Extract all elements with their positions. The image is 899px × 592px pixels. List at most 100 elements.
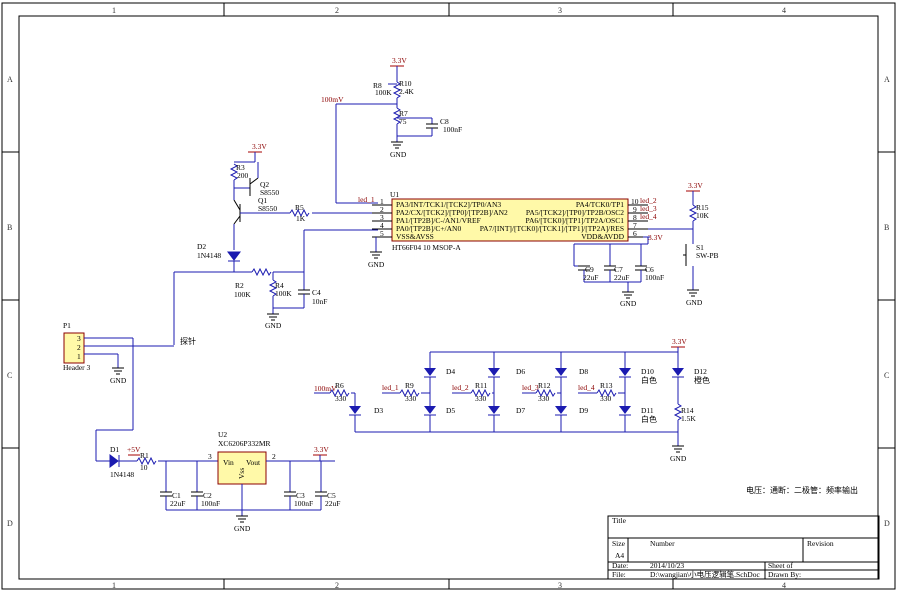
mcu-part: HT66F04 10 MSOP-A (392, 243, 461, 252)
zone-row-d: D (7, 519, 13, 528)
zone-row-c-right: C (884, 371, 889, 380)
r15-ref: R15 (696, 203, 709, 212)
d5-ref: D5 (446, 406, 455, 415)
d4-ref: D4 (446, 367, 455, 376)
gnd-label-p1: GND (110, 376, 127, 385)
r3-value: 200 (237, 171, 249, 180)
mcu-pin-2-name: PA2/CX/[TCK2]/[TP0]/[TP2B]/AN2 (396, 208, 508, 217)
d1-part: 1N4148 (110, 470, 134, 479)
reset-switch[interactable]: 3.3V R15 10K S1 SW-PB GND (683, 181, 719, 307)
u2-part: XC6206P332MR (218, 439, 271, 448)
c5-ref: C5 (327, 491, 336, 500)
power-label-3v3-led: 3.3V (672, 337, 687, 346)
net-100mv-top: 100mV (321, 95, 344, 104)
file-label: File: (612, 570, 626, 579)
zone-col-1-bottom: 1 (112, 581, 116, 590)
c6-ref: C6 (645, 265, 654, 274)
size-label: Size (612, 539, 626, 548)
file-value: D:\wangjian\小电压逻辑笔.SchDoc (650, 569, 760, 579)
p1-pin-1: 1 (77, 352, 81, 361)
r5-ref: R5 (295, 203, 304, 212)
r6-value: 330 (335, 394, 347, 403)
mcu-decoupling[interactable]: C9 22uF C7 22uF C6 100nF GND (573, 243, 664, 308)
d12-ref: D12 (694, 367, 707, 376)
net-led3-mcu: led_3 (640, 204, 657, 213)
s1-part: SW-PB (696, 251, 719, 260)
led-matrix[interactable]: 3.3V 100mV R6 330 D3 led_1 led_2 led_3 l… (314, 337, 710, 463)
mcu-pin-9-num: 9 (633, 205, 637, 214)
mcu-pin-7-num: 7 (633, 221, 637, 230)
reg-vin: Vin (223, 458, 234, 467)
zone-row-b-right: B (884, 223, 889, 232)
r7-value: 75 (399, 117, 407, 126)
sheet-label: Sheet of (768, 561, 793, 570)
zone-col-3: 3 (558, 6, 562, 15)
r9-ref: R9 (405, 381, 414, 390)
power-label-3v3-r15: 3.3V (688, 181, 703, 190)
net-led2-row: led_2 (452, 383, 469, 392)
q2-ref: Q2 (260, 180, 269, 189)
d10-color: 白色 (641, 375, 657, 385)
mcu-pin-5-num: 5 (380, 229, 384, 238)
r3-ref: R3 (236, 163, 245, 172)
r8-value: 100K (375, 88, 392, 97)
number-label: Number (650, 539, 675, 548)
r10-ref: R10 (399, 79, 412, 88)
title-label: Title (612, 516, 627, 525)
gnd-label-reg: GND (234, 524, 251, 533)
gnd-label-led: GND (670, 454, 687, 463)
r13-value: 330 (600, 394, 612, 403)
power-supply[interactable]: D1 1N4148 +5V R1 10 U2 XC6206P332MR Vin … (96, 430, 340, 533)
reg-vout: Vout (246, 458, 261, 467)
date-label: Date: (612, 561, 628, 570)
net-led2-mcu: led_2 (640, 196, 657, 205)
mcu-pin-9-name: PA5/[TCK2]/[TP0]/TP2B/OSC2 (526, 208, 624, 217)
mcu-pin-10-name: PA4/TCK0/TP1 (576, 200, 624, 209)
d1-ref: D1 (110, 445, 119, 454)
c7-ref: C7 (614, 265, 623, 274)
mcu-u1[interactable]: U1 1 2 3 4 5 PA3/INT/TCK1/[TCK2]/TP0/AN3… (358, 190, 693, 269)
zone-col-4: 4 (782, 6, 786, 15)
r8-ref: R8 (373, 81, 382, 90)
r13-ref: R13 (600, 381, 613, 390)
zone-col-4-bottom: 4 (782, 581, 786, 590)
p1-pin-3: 3 (77, 334, 81, 343)
zone-row-d-right: D (884, 519, 890, 528)
gnd-label-mcu: GND (368, 260, 385, 269)
power-label-5v: +5V (127, 445, 141, 454)
p1-pin-2: 2 (77, 343, 81, 352)
r4-ref: R4 (275, 281, 284, 290)
r4-value: 100K (275, 289, 292, 298)
revision-label: Revision (807, 539, 834, 548)
mcu-pin-1-num: 1 (380, 197, 384, 206)
drawn-by-label: Drawn By: (768, 570, 801, 579)
power-label-3v3-q: 3.3V (252, 142, 267, 151)
mcu-pin-1-name: PA3/INT/TCK1/[TCK2]/TP0/AN3 (396, 200, 501, 209)
zone-col-3-bottom: 3 (558, 581, 562, 590)
d11-color: 白色 (641, 414, 657, 424)
r1-ref: R1 (140, 451, 149, 460)
transistor-driver[interactable]: 3.3V R3 200 Q2 S8550 Q1 S8550 R5 1K D2 1… (173, 142, 378, 345)
zone-col-2: 2 (335, 6, 339, 15)
reference-divider[interactable]: 3.3V R10 2.4K R8 100K R7 75 100mV C8 100… (321, 56, 462, 159)
zone-row-a-right: A (884, 75, 890, 84)
net-led4-row: led_4 (578, 383, 595, 392)
net-led1-mcu: led_1 (358, 195, 375, 204)
net-100mv-led: 100mV (314, 384, 337, 393)
mcu-pin-8-name: PA6/[TCK0]/[TP1]/TP2A/OSC1 (526, 216, 625, 225)
gnd-label-top: GND (390, 150, 407, 159)
header-p1[interactable]: P1 3 2 1 Header 3 探针 GND (63, 321, 196, 461)
mcu-pin-8-num: 8 (633, 213, 637, 222)
q2-part: S8550 (260, 188, 279, 197)
r10-value: 2.4K (399, 87, 414, 96)
p1-part: Header 3 (63, 363, 91, 372)
mcu-pin-2-num: 2 (380, 205, 384, 214)
c8-ref: C8 (440, 117, 449, 126)
c4-ref: C4 (312, 288, 321, 297)
q1-ref: Q1 (258, 196, 267, 205)
mcu-pin-4-name: PA0/[TP2B]/C+/AN0 (396, 224, 461, 233)
net-probe-label: 探针 (180, 336, 196, 346)
r12-value: 330 (538, 394, 550, 403)
d6-ref: D6 (516, 367, 525, 376)
d9-ref: D9 (579, 406, 588, 415)
